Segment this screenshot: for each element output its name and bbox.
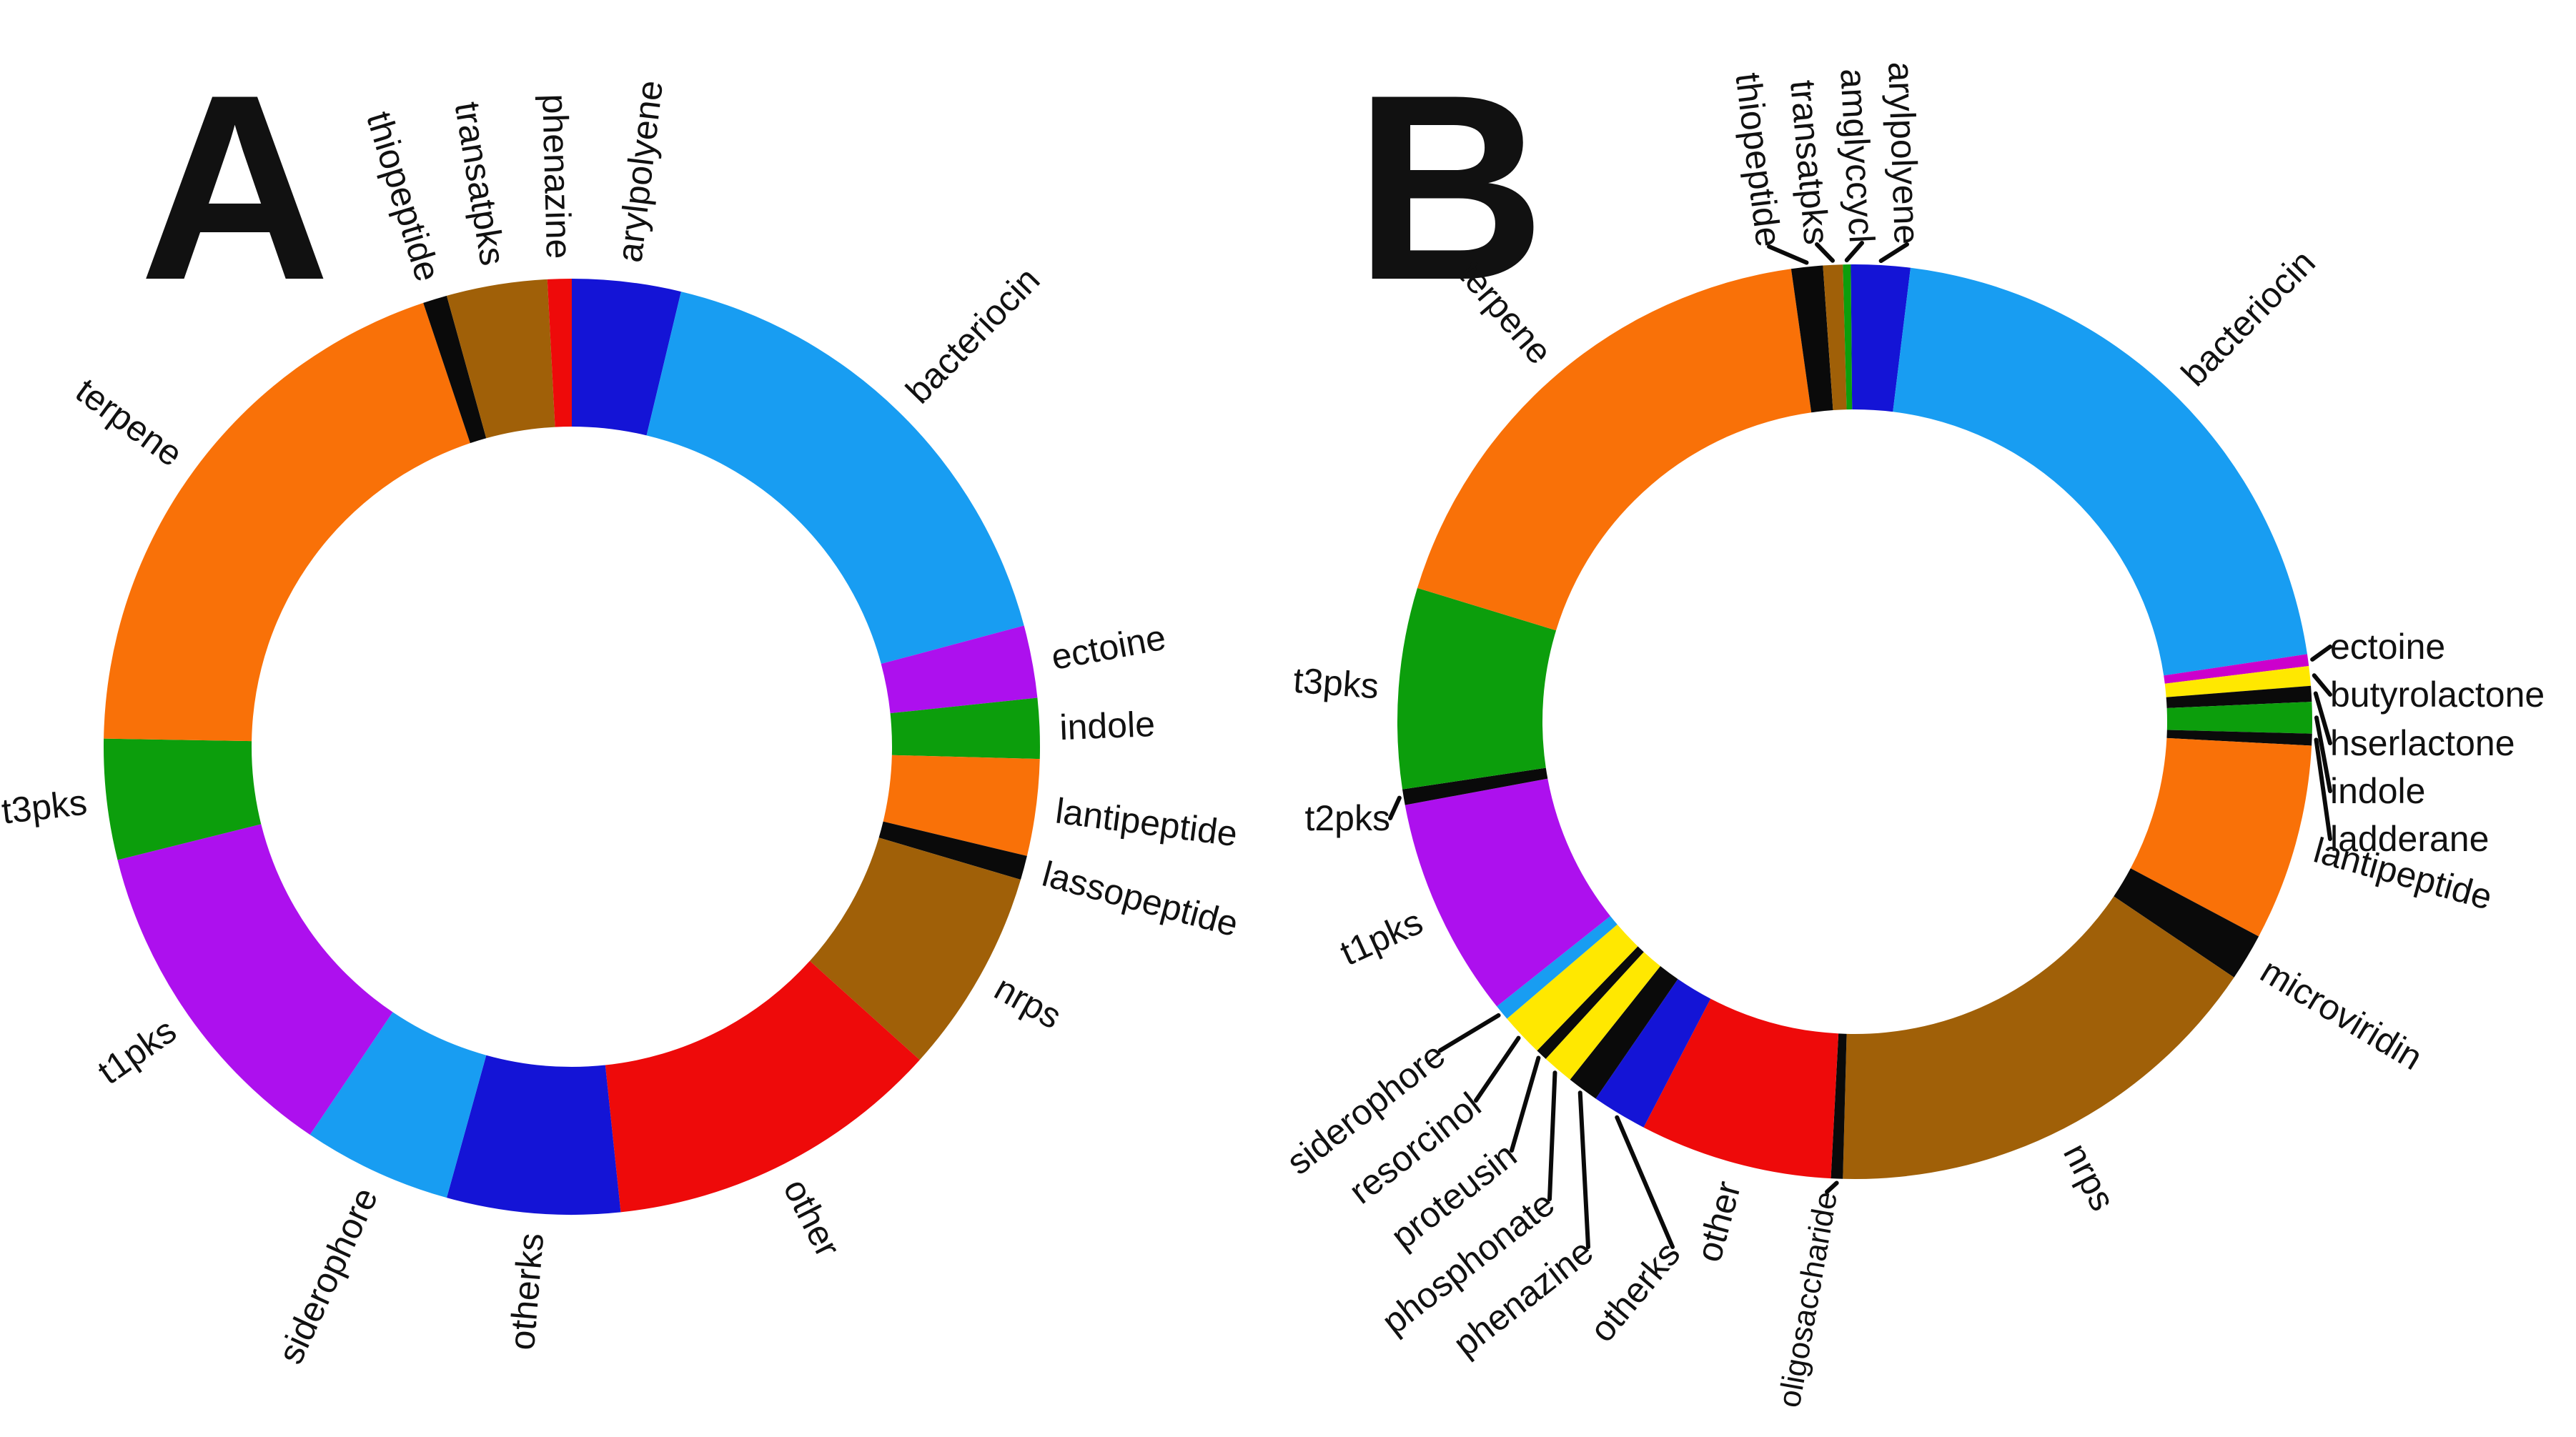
segment-label-B-bacteriocin: bacteriocin — [2174, 242, 2323, 394]
segment-B-nrps — [1843, 896, 2234, 1179]
segment-A-other — [605, 960, 920, 1213]
leader-line-B-siderophore — [1438, 1013, 1501, 1053]
leader-line-B-phosphonate — [1547, 1070, 1557, 1201]
segment-B-t1pks — [1405, 778, 1610, 1007]
segment-B-phenazine — [1570, 966, 1678, 1099]
segment-A-transatpks — [446, 279, 555, 439]
segment-label-A-bacteriocin: bacteriocin — [898, 259, 1048, 411]
segment-B-thiopeptide — [1790, 265, 1833, 413]
panel-B-letter: B — [1354, 40, 1545, 335]
segment-label-A-arylpolyene: arylpolyene — [609, 78, 670, 264]
segment-A-t3pks — [104, 738, 262, 860]
segment-label-B-t3pks: t3pks — [1292, 660, 1380, 707]
segment-label-B-ectoine: ectoine — [2330, 627, 2445, 667]
segment-label-A-t1pks: t1pks — [91, 1010, 184, 1092]
leader-line-B-proteusin — [1510, 1055, 1541, 1153]
segment-label-B-hserlactone: hserlactone — [2330, 723, 2515, 763]
segment-label-A-thiopeptide: thiopeptide — [359, 107, 448, 286]
segment-label-B-indole: indole — [2330, 771, 2425, 811]
segment-label-A-other: other — [776, 1173, 848, 1263]
segment-label-B-amglyccycl: amglyccycl — [1833, 67, 1882, 244]
segment-label-B-t1pks: t1pks — [1334, 902, 1429, 974]
segment-B-phosphonate — [1545, 952, 1660, 1080]
segment-A-otherks — [446, 1055, 621, 1215]
segment-A-terpene — [104, 302, 470, 742]
segment-label-A-nrps: nrps — [988, 968, 1068, 1036]
leader-line-B-hserlactone — [2313, 691, 2332, 745]
segment-B-otherks — [1595, 979, 1711, 1128]
segment-B-oligosaccharide — [1831, 1033, 1847, 1179]
segment-B-microviridin — [2114, 868, 2259, 978]
leader-line-B-t2pks — [1388, 795, 1402, 820]
segment-A-bacteriocin — [646, 292, 1024, 665]
leader-line-B-resorcinol — [1474, 1035, 1521, 1103]
segment-A-ectoine — [881, 625, 1038, 714]
segment-B-t2pks — [1402, 767, 1548, 805]
leader-line-B-transatpks — [1815, 242, 1836, 263]
segment-B-other — [1643, 998, 1839, 1179]
segment-A-t1pks — [117, 824, 393, 1135]
leader-line-B-butyrolactone — [2312, 673, 2332, 697]
segment-B-amglyccycl — [1843, 264, 1853, 410]
segment-B-ectoine — [2164, 654, 2309, 684]
segment-label-B-ladderane: ladderane — [2330, 819, 2489, 859]
segment-label-B-arylpolyene: arylpolyene — [1881, 61, 1927, 245]
segment-label-B-other: other — [1688, 1177, 1748, 1266]
leader-line-B-otherks — [1615, 1115, 1675, 1249]
leader-line-B-arylpolyene — [1878, 242, 1909, 264]
segment-label-A-siderophore: siderophore — [270, 1182, 385, 1370]
segment-B-transatpks — [1823, 264, 1847, 411]
leader-line-B-ectoine — [2310, 645, 2332, 662]
segment-A-phenazine — [547, 279, 572, 427]
segment-label-B-butyrolactone: butyrolactone — [2330, 675, 2545, 715]
segment-A-lantipeptide — [883, 755, 1040, 856]
segment-A-nrps — [809, 837, 1021, 1060]
segment-A-lassopeptide — [878, 821, 1027, 880]
segment-A-thiopeptide — [423, 295, 487, 444]
panel-A-letter: A — [139, 40, 330, 335]
leader-line-B-thiopeptide — [1767, 244, 1809, 265]
segment-B-bacteriocin — [1893, 267, 2307, 676]
segment-B-butyrolactone — [2164, 666, 2312, 697]
segment-label-B-oligosaccharide: oligosaccharide — [1772, 1189, 1844, 1411]
segment-B-arylpolyene — [1851, 264, 1911, 412]
segment-label-A-lassopeptide: lassopeptide — [1038, 854, 1242, 945]
segment-A-indole — [890, 697, 1041, 760]
segment-B-resorcinol — [1507, 924, 1638, 1051]
segment-A-siderophore — [309, 1012, 487, 1198]
segment-label-A-transatpks: transatpks — [447, 99, 512, 269]
segment-label-A-phenazine: phenazine — [535, 94, 579, 259]
segment-label-B-nrps: nrps — [2056, 1137, 2123, 1217]
segment-B-terpene — [1417, 269, 1812, 631]
segment-label-A-lantipeptide: lantipeptide — [1054, 790, 1240, 854]
leader-line-B-indole — [2314, 715, 2332, 793]
leader-line-B-phenazine — [1577, 1090, 1590, 1249]
segment-B-indole — [2166, 702, 2312, 734]
segment-B-hserlactone — [2166, 685, 2312, 708]
segment-label-B-microviridin: microviridin — [2254, 950, 2429, 1078]
segment-label-A-indole: indole — [1059, 704, 1156, 747]
segment-label-A-otherks: otherks — [502, 1231, 551, 1351]
segment-label-B-otherks: otherks — [1582, 1234, 1688, 1350]
segment-label-A-t3pks: t3pks — [0, 782, 89, 831]
segment-B-proteusin — [1537, 946, 1644, 1059]
segment-label-B-t2pks: t2pks — [1304, 798, 1390, 838]
segment-label-B-thiopeptide: thiopeptide — [1728, 71, 1788, 249]
segment-label-A-ectoine: ectoine — [1048, 617, 1169, 677]
segment-B-siderophore — [1497, 916, 1618, 1019]
segment-label-B-transatpks: transatpks — [1783, 79, 1837, 247]
leader-line-B-amglyccycl — [1844, 241, 1864, 263]
segment-label-A-terpene: terpene — [69, 370, 190, 474]
segment-B-ladderane — [2166, 730, 2312, 746]
leader-line-B-oligosaccharide — [1825, 1180, 1839, 1194]
segment-B-t3pks — [1397, 587, 1557, 790]
segment-B-lantipeptide — [2130, 737, 2312, 937]
leader-line-B-ladderane — [2314, 737, 2332, 841]
segment-A-arylpolyene — [572, 279, 681, 436]
